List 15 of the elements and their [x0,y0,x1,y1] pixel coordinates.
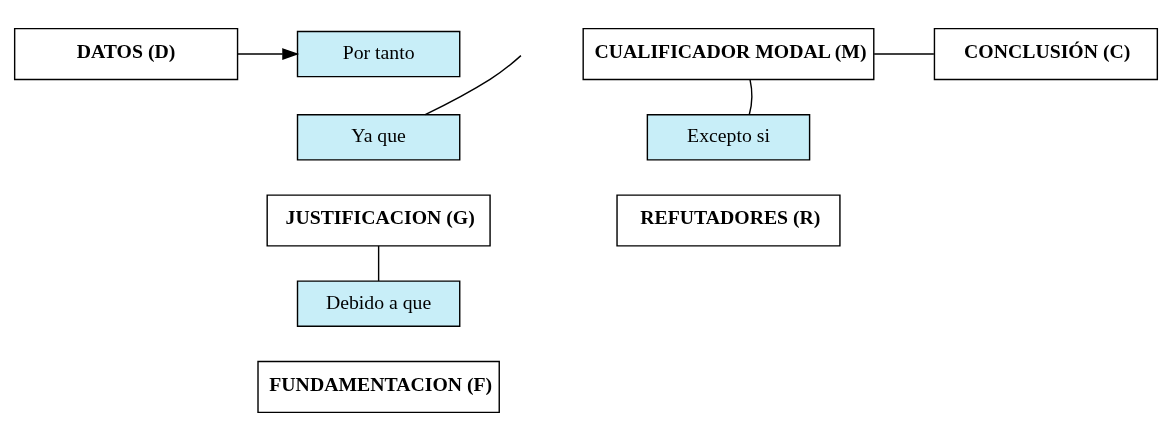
node-box: DATOS (D) [13,27,239,80]
node-box: Ya que [296,113,461,161]
node-box: REFUTADORES (R) [616,193,841,247]
node-box: FUNDAMENTACION (F) [257,360,500,413]
node-box: Por tanto [296,30,461,77]
node-box: Debido a que [296,279,461,327]
node-box: Excepto si [646,113,811,161]
node-box: CUALIFICADOR MODAL (M) [582,27,875,80]
connector [873,52,935,55]
node-box: CONCLUSIÓN (C) [933,27,1159,80]
arrow [236,47,300,60]
connector [377,244,380,282]
connector [748,78,753,115]
connector [424,54,522,115]
node-box: JUSTIFICACION (G) [266,193,491,247]
